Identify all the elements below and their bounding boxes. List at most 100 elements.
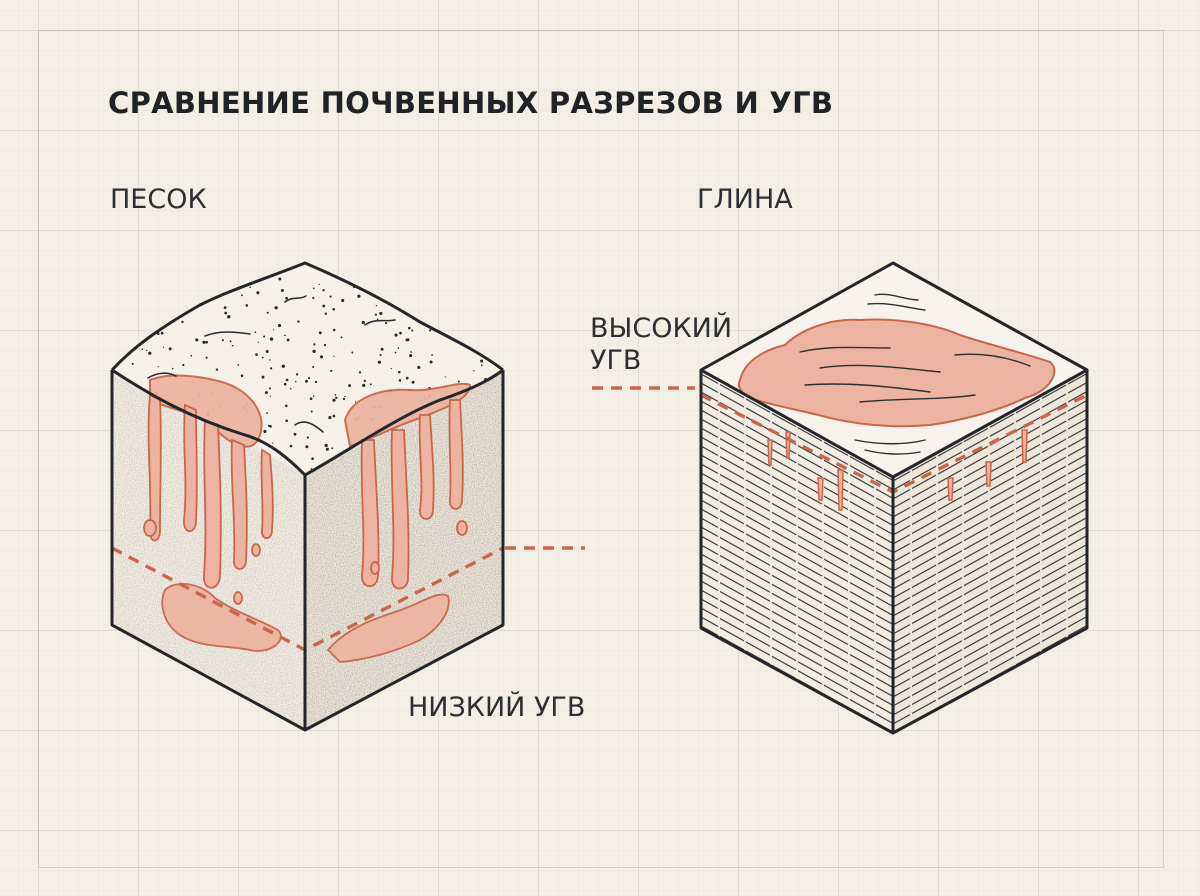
sand-grain <box>146 349 148 352</box>
sand-grain <box>411 380 415 384</box>
sand-grain <box>131 362 134 365</box>
sand-grain <box>362 383 366 387</box>
sand-grain <box>257 341 259 343</box>
sand-grain <box>223 306 227 309</box>
sand-grain <box>480 364 483 367</box>
clay-drips <box>767 429 1028 511</box>
sand-grain <box>398 370 401 374</box>
sand-grain <box>261 375 265 379</box>
sand-grain <box>160 331 164 335</box>
clay-cube <box>592 261 1089 735</box>
sand-grain <box>328 416 332 420</box>
sand-grain <box>323 343 327 347</box>
sand-grain <box>269 367 273 370</box>
sand-grain <box>405 376 409 380</box>
high-groundwater-label: ВЫСОКИЙ УГВ <box>590 313 732 378</box>
sand-grain <box>266 412 268 414</box>
clay-water-ripples <box>799 293 1031 455</box>
sand-grain <box>284 334 286 337</box>
high-groundwater-label-line1: ВЫСОКИЙ <box>590 313 733 344</box>
sand-grain <box>190 354 193 357</box>
sand-cube-outline <box>110 261 505 732</box>
sand-grain <box>329 295 332 298</box>
sand-grain <box>310 468 313 470</box>
sand-grain <box>457 380 460 383</box>
high-groundwater-label-line2: УГВ <box>590 345 642 377</box>
sand-grain <box>333 355 335 357</box>
sand-grain <box>224 311 228 315</box>
sand-grain <box>227 315 230 319</box>
sand-grain <box>295 373 299 376</box>
sand-grain <box>269 395 271 397</box>
sand-grain <box>168 347 172 351</box>
sand-grain <box>277 323 282 328</box>
sand-grain <box>428 329 432 332</box>
sand-grain <box>274 306 278 310</box>
clay-cube-outline <box>699 261 1089 735</box>
sand-grain <box>473 370 475 372</box>
sand-grain <box>272 442 274 444</box>
sand-grain <box>289 444 293 448</box>
sand-grain <box>263 429 267 434</box>
sand-grain <box>332 328 336 332</box>
sand-grain <box>229 340 232 343</box>
sand-grain <box>293 432 297 436</box>
sand-grain <box>249 286 251 288</box>
sand-grain <box>318 283 320 286</box>
sand-grain <box>285 404 288 408</box>
page-frame <box>38 30 1164 868</box>
sand-grain <box>305 445 309 449</box>
sand-grain <box>285 378 289 382</box>
sand-grain <box>361 320 365 325</box>
sand-grain <box>266 311 269 314</box>
sand-grain <box>376 318 379 321</box>
sand-grain <box>385 322 388 325</box>
sand-grain <box>148 351 152 355</box>
sand-grain <box>322 289 325 292</box>
sand-grain <box>313 343 316 346</box>
sand-grain <box>311 457 314 461</box>
sand-grain <box>255 353 258 356</box>
sand-grain <box>202 340 206 344</box>
sand-grain <box>312 297 315 300</box>
sand-cube <box>110 261 585 732</box>
sand-grain <box>319 355 324 359</box>
sand-grain <box>351 351 354 354</box>
clay-surface-water <box>737 318 1056 428</box>
sand-grain <box>377 360 382 364</box>
sand-grain <box>394 333 398 337</box>
sand-grain <box>379 353 382 357</box>
sand-grain <box>297 320 300 323</box>
sand-grain <box>411 329 414 332</box>
sand-grain <box>325 447 329 451</box>
sand-grain <box>268 387 272 390</box>
sand-grain <box>429 360 433 364</box>
sand-grain <box>240 374 244 377</box>
sand-grain <box>379 311 383 316</box>
sand-groundwater-pool-left <box>161 583 282 652</box>
sand-grain <box>195 338 199 342</box>
sand-grain <box>348 384 352 388</box>
sand-grain <box>410 351 412 353</box>
sand-grain <box>312 365 315 369</box>
sand-groundwater-pool-right <box>326 593 450 663</box>
sand-grain <box>308 377 311 380</box>
sand-grain <box>256 291 260 295</box>
sand-grain <box>254 331 257 334</box>
sand-grain <box>318 331 322 335</box>
sand-grain <box>181 320 184 324</box>
sand-grain <box>408 326 411 330</box>
sand-grain <box>405 338 409 342</box>
sand-grain <box>363 379 366 383</box>
sand-grain <box>354 401 357 403</box>
sand-grain <box>332 308 335 311</box>
sand-grain <box>357 294 361 298</box>
sand-left-drips <box>143 393 274 605</box>
sand-grain <box>358 371 362 374</box>
sand-grain <box>240 294 243 297</box>
sand-grain <box>324 443 328 448</box>
sand-grain <box>399 331 402 335</box>
clay-panel-label: ГЛИНА <box>697 184 793 215</box>
sand-grain <box>398 379 402 382</box>
sand-grain <box>431 354 433 356</box>
